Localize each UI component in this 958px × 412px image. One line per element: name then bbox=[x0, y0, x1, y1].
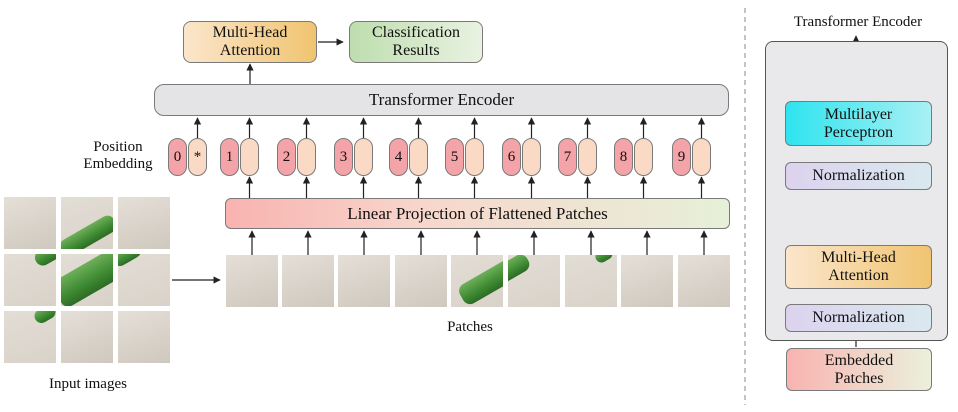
position-embedding-label: Position Embedding bbox=[83, 139, 153, 173]
patch-arrows bbox=[248, 230, 708, 255]
mlp-label: Multilayer Perceptron bbox=[823, 105, 894, 141]
cls-label: Classification Results bbox=[372, 24, 460, 59]
mlp-block: Multilayer Perceptron bbox=[785, 101, 932, 146]
input-image-tile bbox=[61, 197, 113, 249]
image-patch bbox=[338, 255, 390, 307]
image-patch bbox=[621, 255, 673, 307]
mha-label: Multi-Head Attention bbox=[212, 24, 288, 59]
bottle-fragment bbox=[593, 255, 615, 265]
patch-embedding-token bbox=[692, 138, 711, 176]
image-patch bbox=[678, 255, 730, 307]
position-token: 7 bbox=[558, 138, 577, 176]
input-image-tile bbox=[118, 311, 170, 363]
classification-results-block: Classification Results bbox=[349, 21, 483, 63]
token-arrows bbox=[193, 117, 706, 138]
image-patch bbox=[282, 255, 334, 307]
projection-label: Linear Projection of Flattened Patches bbox=[347, 203, 608, 223]
input-image-tile bbox=[4, 254, 56, 306]
normalization-top-block: Normalization bbox=[785, 162, 932, 190]
image-patch bbox=[508, 255, 560, 307]
cls-token: * bbox=[188, 138, 207, 176]
input-image-tile bbox=[4, 197, 56, 249]
bottle-fragment bbox=[61, 212, 113, 249]
patch-embedding-token bbox=[409, 138, 428, 176]
bottle-fragment bbox=[61, 254, 113, 306]
encoder-mha-block: Multi-Head Attention bbox=[785, 245, 932, 289]
multi-head-attention-block: Multi-Head Attention bbox=[183, 21, 317, 63]
projection-arrows bbox=[245, 176, 706, 198]
image-patch bbox=[395, 255, 447, 307]
patch-embedding-token bbox=[578, 138, 597, 176]
input-image-tile bbox=[61, 311, 113, 363]
patch-embedding-token bbox=[465, 138, 484, 176]
patches-caption: Patches bbox=[447, 319, 493, 335]
norm-bottom-label: Normalization bbox=[812, 309, 905, 327]
input-image-tile bbox=[61, 254, 113, 306]
normalization-bottom-block: Normalization bbox=[785, 304, 932, 332]
position-token: 2 bbox=[277, 138, 296, 176]
position-token: 4 bbox=[389, 138, 408, 176]
image-patch bbox=[226, 255, 278, 307]
embedded-label: Embedded Patches bbox=[824, 351, 894, 387]
embedded-patches-block: Embedded Patches bbox=[786, 348, 932, 391]
linear-projection-block: Linear Projection of Flattened Patches bbox=[225, 198, 730, 229]
transformer-encoder-block: Transformer Encoder bbox=[154, 84, 729, 116]
patch-embedding-token bbox=[634, 138, 653, 176]
position-token: 8 bbox=[614, 138, 633, 176]
image-patch bbox=[451, 255, 503, 307]
patch-embedding-token bbox=[240, 138, 259, 176]
encoder-label: Transformer Encoder bbox=[368, 90, 515, 110]
bottle-fragment bbox=[456, 255, 503, 307]
patch-embedding-token bbox=[354, 138, 373, 176]
bottle-fragment bbox=[32, 254, 56, 269]
position-token: 3 bbox=[334, 138, 353, 176]
position-token: 1 bbox=[220, 138, 239, 176]
image-patch bbox=[565, 255, 617, 307]
bottle-fragment bbox=[31, 311, 56, 326]
patch-embedding-token bbox=[297, 138, 316, 176]
position-token: 9 bbox=[672, 138, 691, 176]
input-image-tile bbox=[118, 197, 170, 249]
input-image-tile bbox=[118, 254, 170, 306]
input-image-tile bbox=[4, 311, 56, 363]
bottle-fragment bbox=[118, 254, 144, 269]
norm-top-label: Normalization bbox=[812, 167, 905, 185]
position-token: 6 bbox=[502, 138, 521, 176]
bottle-fragment bbox=[508, 255, 533, 285]
position-token: 0 bbox=[168, 138, 187, 176]
position-token: 5 bbox=[445, 138, 464, 176]
encoder-detail-title: Transformer Encoder bbox=[793, 14, 923, 30]
encoder-detail-frame bbox=[765, 41, 948, 341]
input-images-caption: Input images bbox=[49, 376, 127, 392]
patch-embedding-token bbox=[522, 138, 541, 176]
encoder-mha-label: Multi-Head Attention bbox=[821, 249, 896, 284]
